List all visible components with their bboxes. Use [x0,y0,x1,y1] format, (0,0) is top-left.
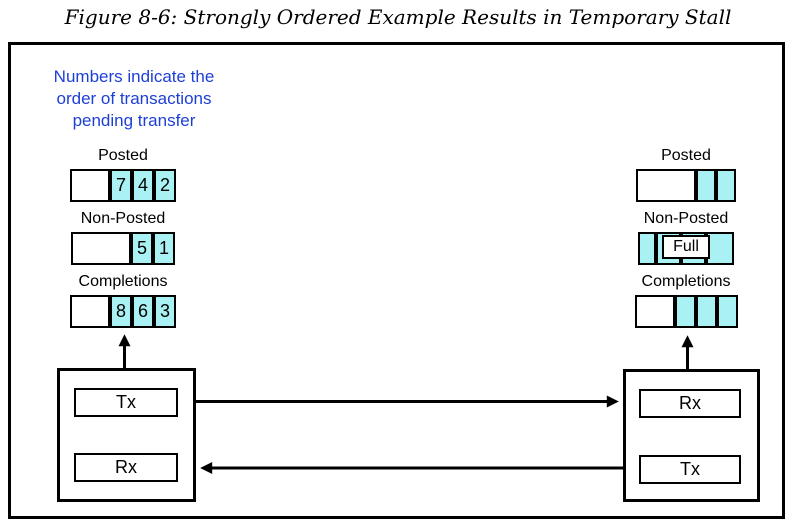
queue-cell-5: 5 [131,232,153,265]
device-box-left: Tx Rx [57,368,196,502]
queue-cell [70,169,110,202]
full-status-badge: Full [662,235,710,259]
queue-cell [716,169,736,202]
port-rx-right: Rx [639,389,741,418]
queue-label-posted-left: Posted [98,147,148,164]
queue-cell-1: 1 [153,232,175,265]
note-text: Numbers indicate the order of transactio… [20,66,248,132]
queue-cell-3: 3 [154,295,176,328]
queue-cell-6: 6 [132,295,154,328]
queue-cell [716,295,738,328]
queue-cell [706,232,734,265]
figure-title: Figure 8-6: Strongly Ordered Example Res… [64,5,732,29]
queue-cell [71,232,131,265]
queue-cell [674,295,696,328]
note-line-2: order of transactions [56,89,212,108]
queue-cell-2: 2 [154,169,176,202]
queue-cell [695,295,717,328]
queue-cell [696,169,716,202]
port-rx-left: Rx [74,453,178,482]
queue-cell [636,169,696,202]
queue-cell-4: 4 [132,169,154,202]
queue-column-right: Posted Non-Posted Completions [621,146,751,335]
queue-label-completions-left: Completions [78,273,168,290]
queue-posted-right [636,169,736,202]
device-box-right: Rx Tx [623,369,760,502]
queue-cell-8: 8 [110,295,132,328]
queue-label-nonposted-right: Non-Posted [643,210,729,227]
queue-label-posted-right: Posted [661,147,711,164]
port-tx-right: Tx [639,455,741,484]
queue-cell-7: 7 [110,169,132,202]
queue-label-nonposted-left: Non-Posted [80,210,166,227]
port-tx-left: Tx [74,388,178,417]
queue-label-completions-right: Completions [641,273,731,290]
queue-cell [638,232,656,265]
note-line-1: Numbers indicate the [53,67,215,86]
queue-completions-right [634,295,738,328]
queue-cell [70,295,110,328]
queue-cell [634,295,675,328]
note-line-3: pending transfer [72,111,196,130]
